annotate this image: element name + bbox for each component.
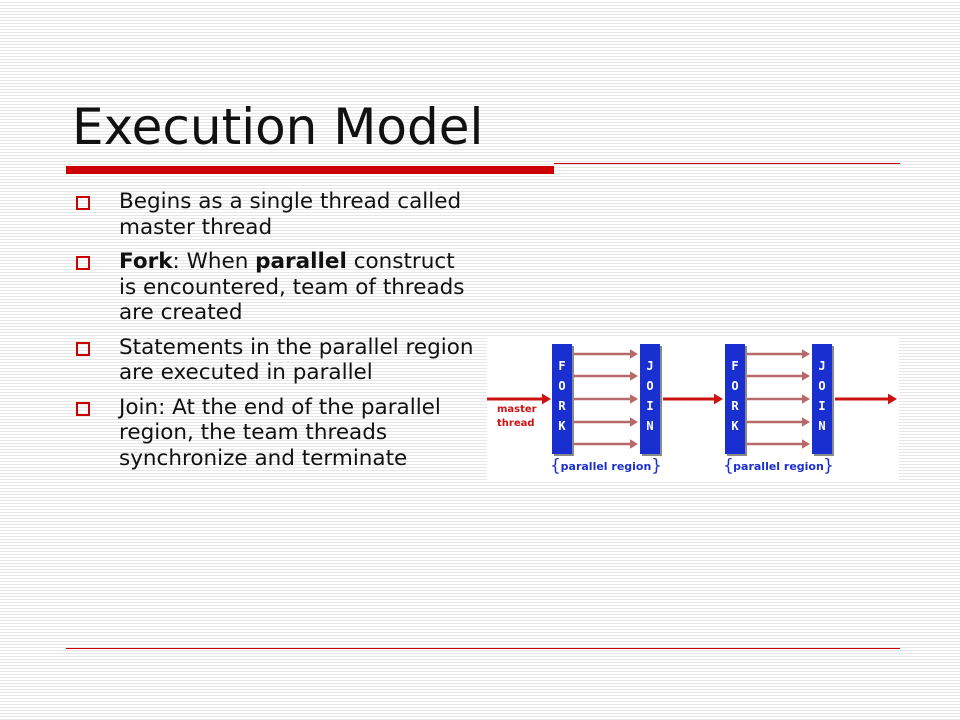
team-thread-arrow-head <box>802 371 810 381</box>
fork-letter: O <box>558 379 565 393</box>
bullet-item: Join: At the end of the parallel region,… <box>74 395 474 472</box>
fork-bar <box>725 344 745 454</box>
master-thread-label: thread <box>497 418 535 429</box>
region-brace-close-icon: } <box>823 456 834 476</box>
team-thread-arrow-head <box>802 439 810 449</box>
team-thread-arrow-head <box>630 439 638 449</box>
bullet-item: Fork: When parallel construct is encount… <box>74 249 474 326</box>
title-underline-thick <box>66 166 554 174</box>
join-letter: O <box>646 379 653 393</box>
join-letter: N <box>646 419 653 433</box>
bullet-keyword-fork: Fork <box>119 249 173 274</box>
bullet-item: Statements in the parallel region are ex… <box>74 335 474 386</box>
bullet-keyword-parallel: parallel <box>255 249 347 274</box>
join-letter: O <box>818 379 825 393</box>
square-bullet-icon <box>76 256 90 270</box>
team-thread-arrow-head <box>802 349 810 359</box>
team-thread-arrow-head <box>630 349 638 359</box>
region-brace-close-icon: } <box>651 456 662 476</box>
team-thread-arrow-head <box>802 417 810 427</box>
team-thread-arrow-head <box>630 394 638 404</box>
join-letter: I <box>818 399 825 413</box>
join-bar <box>812 344 832 454</box>
fork-letter: K <box>558 419 566 433</box>
master-thread-label: master <box>497 404 537 415</box>
join-letter: N <box>818 419 825 433</box>
square-bullet-icon <box>76 341 90 356</box>
team-thread-arrow-head <box>802 394 810 404</box>
region-brace-open-icon: { <box>550 456 561 476</box>
fork-letter: R <box>731 399 739 413</box>
slide-title: Execution Model <box>72 98 484 156</box>
join-letter: J <box>646 359 653 373</box>
bullet-text: Join: At the end of the parallel region,… <box>119 394 441 471</box>
parallel-region-label: parallel region <box>733 460 824 473</box>
master-thread-arrow-head <box>714 393 723 405</box>
join-letter: J <box>818 359 825 373</box>
fork-letter: K <box>731 419 739 433</box>
team-thread-arrow-head <box>630 371 638 381</box>
fork-letter: F <box>558 359 565 373</box>
footer-rule <box>66 648 900 649</box>
title-underline-thin <box>554 163 900 164</box>
fork-letter: O <box>731 379 738 393</box>
parallel-region-label: parallel region <box>561 460 652 473</box>
fork-letter: F <box>731 359 738 373</box>
bullet-text: construct is encountered, team of thread… <box>119 249 465 325</box>
team-thread-arrow-head <box>630 417 638 427</box>
join-letter: I <box>646 399 653 413</box>
bullet-item: Begins as a single thread called master … <box>74 189 474 240</box>
bullet-text: Statements in the parallel region are ex… <box>119 334 474 386</box>
region-brace-open-icon: { <box>723 456 734 476</box>
bullet-text: Begins as a single thread called master … <box>119 189 462 240</box>
bullet-list: Begins as a single thread called master … <box>74 189 474 480</box>
fork-letter: R <box>558 399 566 413</box>
square-bullet-icon <box>76 196 90 210</box>
fork-bar <box>552 344 572 454</box>
join-bar <box>640 344 660 454</box>
bullet-text: : When <box>172 249 256 274</box>
master-thread-arrow-head <box>542 393 551 405</box>
square-bullet-icon <box>76 401 90 416</box>
master-thread-arrow-head <box>888 393 897 405</box>
